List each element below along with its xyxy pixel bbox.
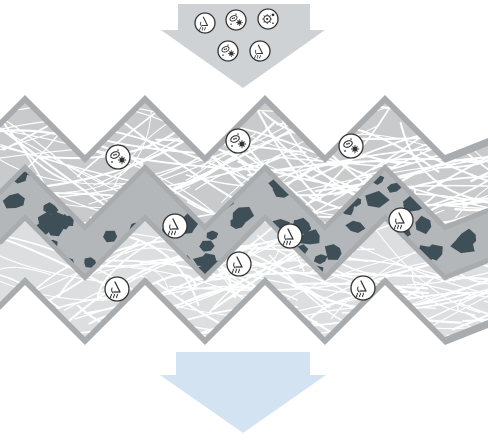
inflow-particle-odor-nose-icon	[194, 12, 216, 34]
separator-lower	[0, 213, 488, 282]
inflow-particle-bacteria-icon	[217, 40, 239, 62]
inflow-particle-virus-icon	[257, 8, 279, 30]
activated-carbon-layer-odor-nose-icon-3	[388, 207, 414, 233]
separator-upper	[0, 163, 488, 232]
inflow-particle-bacteria-icon	[225, 9, 247, 31]
activated-carbon-layer-odor-nose-icon-2	[277, 223, 303, 249]
inflow-particle-odor-nose-icon	[249, 40, 271, 62]
top-fibre-layer-bacteria-icon-1	[105, 144, 131, 170]
top-fibre-layer-bacteria-icon-2	[225, 128, 251, 154]
top-fibre-layer-bacteria-icon-3	[338, 133, 364, 159]
activated-carbon-layer-odor-nose-icon-1	[162, 213, 188, 239]
bottom-fibre-layer-odor-nose-icon-3	[350, 275, 376, 301]
bottom-fibre-layer-odor-nose-icon-2	[226, 251, 252, 277]
bottom-fibre-layer-odor-nose-icon-1	[104, 276, 130, 302]
outflow-arrow	[160, 352, 326, 433]
